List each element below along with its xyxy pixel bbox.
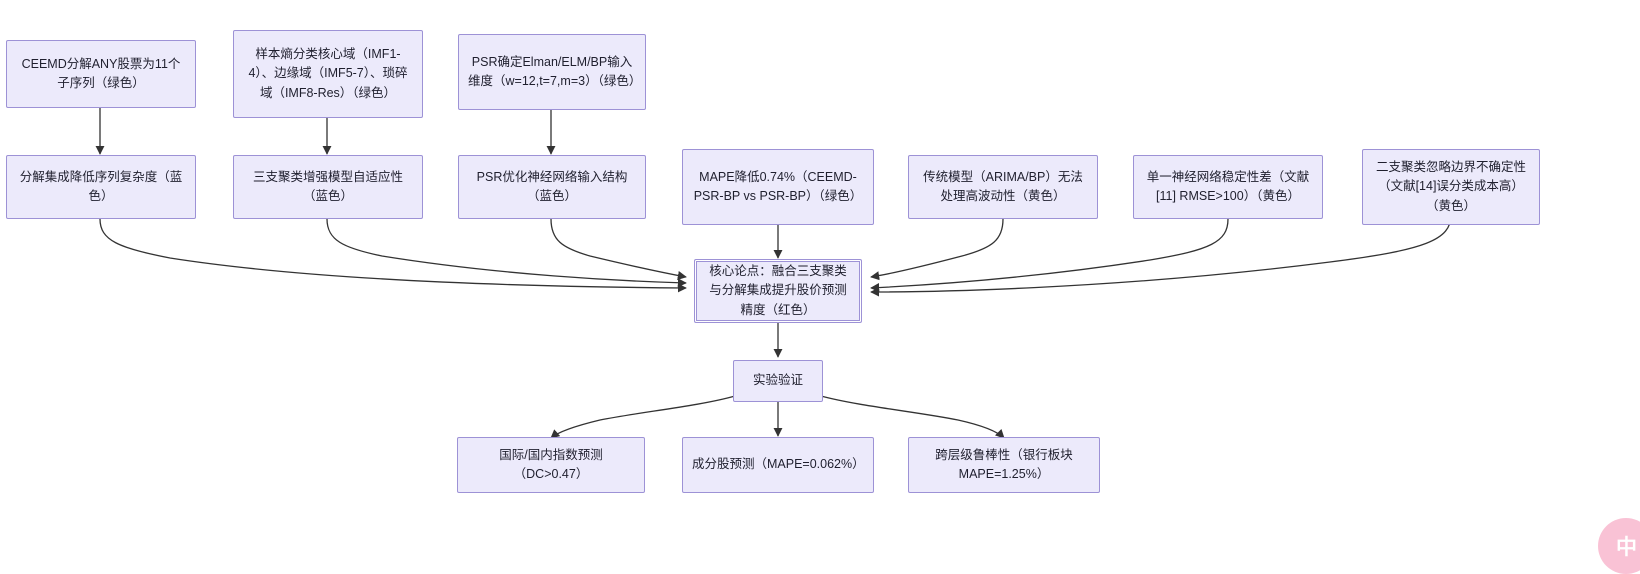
- edge-verify-out1: [550, 395, 736, 439]
- node-constituent-stock-prediction[interactable]: 成分股预测（MAPE=0.062%）: [682, 437, 874, 493]
- node-sample-entropy-classification[interactable]: 样本熵分类核心域（IMF1-4）、边缘域（IMF5-7）、琐碎域（IMF8-Re…: [233, 30, 423, 118]
- edge-mid7-core: [870, 214, 1452, 297]
- node-label: 三支聚类增强模型自适应性（蓝色）: [252, 169, 403, 203]
- node-core-thesis[interactable]: 核心论点：融合三支聚类与分解集成提升股价预测精度（红色）: [694, 259, 862, 323]
- node-label: CEEMD分解ANY股票为11个子序列（绿色）: [21, 56, 181, 90]
- node-label: 成分股预测（MAPE=0.062%）: [692, 457, 865, 472]
- watermark-text: 中: [1616, 536, 1637, 559]
- edge-verify-out3: [820, 395, 1005, 439]
- node-label: 样本熵分类核心域（IMF1-4）、边缘域（IMF5-7）、琐碎域（IMF8-Re…: [248, 46, 408, 100]
- node-index-prediction[interactable]: 国际/国内指数预测（DC>0.47）: [457, 437, 645, 493]
- node-label: 二支聚类忽略边界不确定性（文献[14]误分类成本高）（黄色）: [1375, 159, 1526, 213]
- edge-mid2-core: [326, 218, 687, 288]
- node-label: PSR确定Elman/ELM/BP输入维度（w=12,t=7,m=3）（绿色）: [468, 54, 642, 88]
- node-mape-improvement[interactable]: MAPE降低0.74%（CEEMD-PSR-BP vs PSR-BP）（绿色）: [682, 149, 874, 225]
- node-label: PSR优化神经网络输入结构（蓝色）: [476, 169, 628, 203]
- node-cross-level-robustness[interactable]: 跨层级鲁棒性（银行板块MAPE=1.25%）: [908, 437, 1100, 493]
- node-label: 核心论点：融合三支聚类与分解集成提升股价预测精度（红色）: [709, 263, 847, 317]
- node-three-way-clustering-adaptivity[interactable]: 三支聚类增强模型自适应性（蓝色）: [233, 155, 423, 219]
- node-label: 分解集成降低序列复杂度（蓝色）: [19, 169, 183, 203]
- node-label: 国际/国内指数预测（DC>0.47）: [499, 447, 603, 481]
- node-single-nn-instability[interactable]: 单一神经网络稳定性差（文献[11] RMSE>100）（黄色）: [1133, 155, 1323, 219]
- node-reduce-sequence-complexity[interactable]: 分解集成降低序列复杂度（蓝色）: [6, 155, 196, 219]
- node-psr-optimize-nn-input[interactable]: PSR优化神经网络输入结构（蓝色）: [458, 155, 646, 219]
- edge-mid5-core: [870, 218, 1004, 281]
- node-label: 实验验证: [752, 373, 803, 388]
- node-label: 单一神经网络稳定性差（文献[11] RMSE>100）（黄色）: [1146, 169, 1310, 203]
- node-traditional-model-limitation[interactable]: 传统模型（ARIMA/BP）无法处理高波动性（黄色）: [908, 155, 1098, 219]
- edge-mid6-core: [870, 218, 1229, 293]
- edge-mid1-core: [99, 218, 687, 293]
- node-label: MAPE降低0.74%（CEEMD-PSR-BP vs PSR-BP）（绿色）: [693, 169, 863, 203]
- node-two-way-clustering-limitation[interactable]: 二支聚类忽略边界不确定性（文献[14]误分类成本高）（黄色）: [1362, 149, 1540, 225]
- node-label: 跨层级鲁棒性（银行板块MAPE=1.25%）: [935, 447, 1073, 481]
- node-ceemd-decomposition[interactable]: CEEMD分解ANY股票为11个子序列（绿色）: [6, 40, 196, 108]
- edge-mid3-core: [550, 218, 687, 280]
- node-psr-input-dimension[interactable]: PSR确定Elman/ELM/BP输入维度（w=12,t=7,m=3）（绿色）: [458, 34, 646, 110]
- node-label: 传统模型（ARIMA/BP）无法处理高波动性（黄色）: [923, 169, 1083, 203]
- node-experimental-verification[interactable]: 实验验证: [733, 360, 823, 402]
- watermark-badge: 中: [1598, 518, 1640, 574]
